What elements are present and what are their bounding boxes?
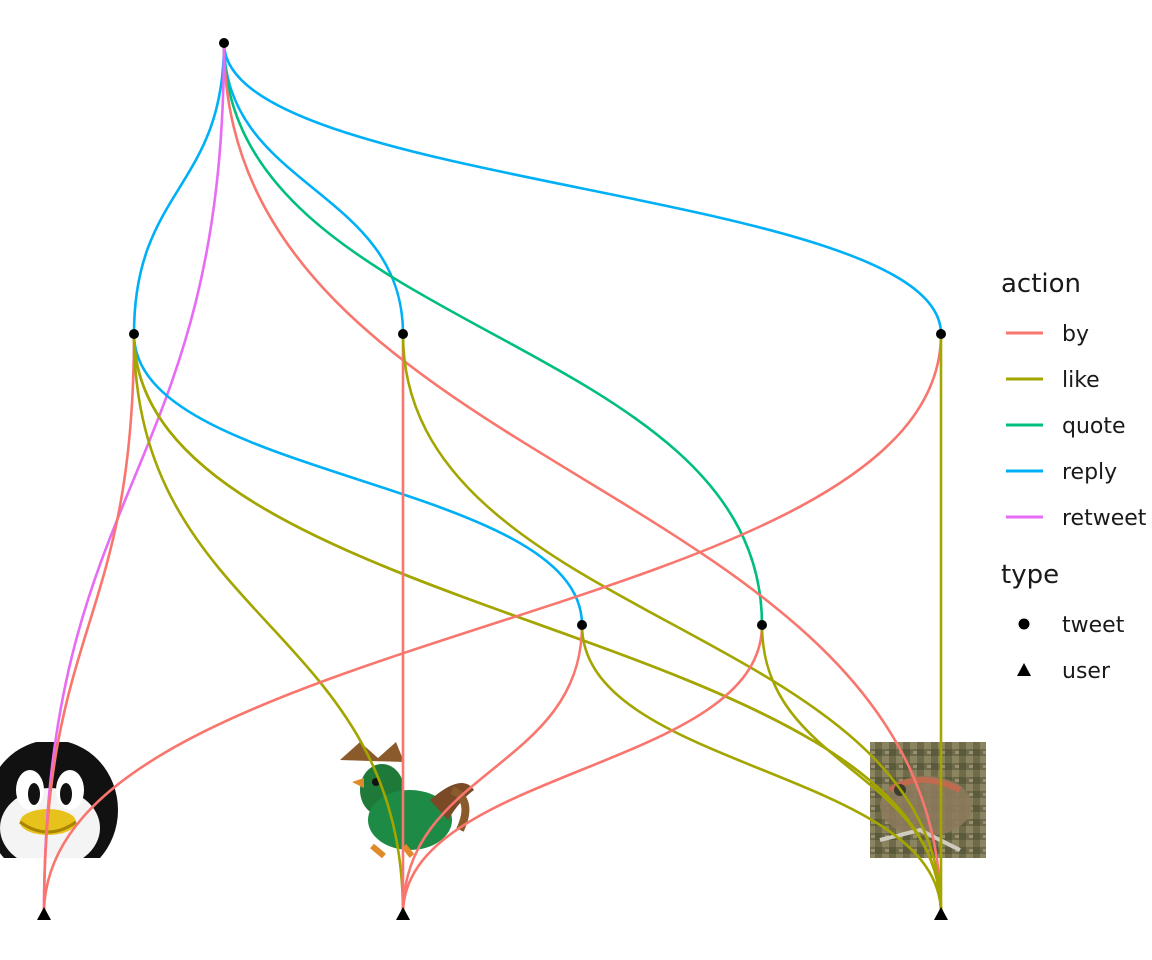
penguin-avatar	[0, 742, 118, 858]
node-tweet-t4	[577, 620, 587, 630]
legend-item-user: user	[1017, 659, 1111, 684]
legend-label-user: user	[1062, 659, 1111, 684]
node-user-u_bird	[934, 907, 948, 920]
edge-retweet-t0-u_penguin	[42, 42, 226, 915]
legend-key-user	[1017, 663, 1031, 676]
legend-item-retweet: retweet	[1006, 506, 1147, 531]
legend-action-title: action	[1001, 269, 1081, 299]
edge-reply-t0-t2	[222, 42, 405, 335]
edge-like-t4-u_bird	[580, 624, 943, 915]
edge-by-t3-u_penguin	[42, 333, 943, 915]
edge-quote-t0-t5	[222, 42, 764, 626]
edge-layer	[42, 42, 943, 915]
edge-like-t2-u_bird	[401, 333, 943, 915]
legend-item-by: by	[1006, 322, 1089, 347]
legend: action by like quote reply retweet type …	[1001, 269, 1147, 684]
edge-like-t1-u_bird	[132, 333, 943, 915]
legend-label-retweet: retweet	[1062, 506, 1147, 531]
edge-reply-t0-t3	[222, 42, 943, 335]
rooster-avatar	[340, 742, 474, 859]
edge-by-t1-u_penguin	[42, 333, 136, 915]
node-layer	[37, 38, 948, 920]
node-user-u_rooster	[396, 907, 410, 920]
edge-like-t1-u_rooster	[132, 333, 405, 915]
legend-item-reply: reply	[1006, 460, 1117, 485]
legend-label-like: like	[1062, 368, 1100, 393]
node-tweet-t3	[936, 329, 946, 339]
legend-item-tweet: tweet	[1018, 613, 1125, 638]
legend-label-tweet: tweet	[1062, 613, 1125, 638]
legend-label-quote: quote	[1062, 414, 1126, 439]
edge-by-t4-u_rooster	[401, 624, 584, 915]
edge-like-t5-u_bird	[760, 624, 943, 915]
legend-label-by: by	[1062, 322, 1089, 347]
legend-item-quote: quote	[1006, 414, 1126, 439]
legend-label-reply: reply	[1062, 460, 1117, 485]
node-tweet-t2	[398, 329, 408, 339]
edge-reply-t1-t4	[132, 333, 584, 626]
node-tweet-t1	[129, 329, 139, 339]
legend-key-tweet	[1018, 618, 1030, 630]
legend-type-title: type	[1001, 560, 1059, 590]
legend-item-like: like	[1006, 368, 1100, 393]
edge-by-t0-u_bird	[222, 42, 943, 915]
node-user-u_penguin	[37, 907, 51, 920]
edge-by-t5-u_rooster	[401, 624, 764, 915]
edge-reply-t0-t1	[132, 42, 226, 335]
node-tweet-t5	[757, 620, 767, 630]
node-tweet-t0	[219, 38, 229, 48]
